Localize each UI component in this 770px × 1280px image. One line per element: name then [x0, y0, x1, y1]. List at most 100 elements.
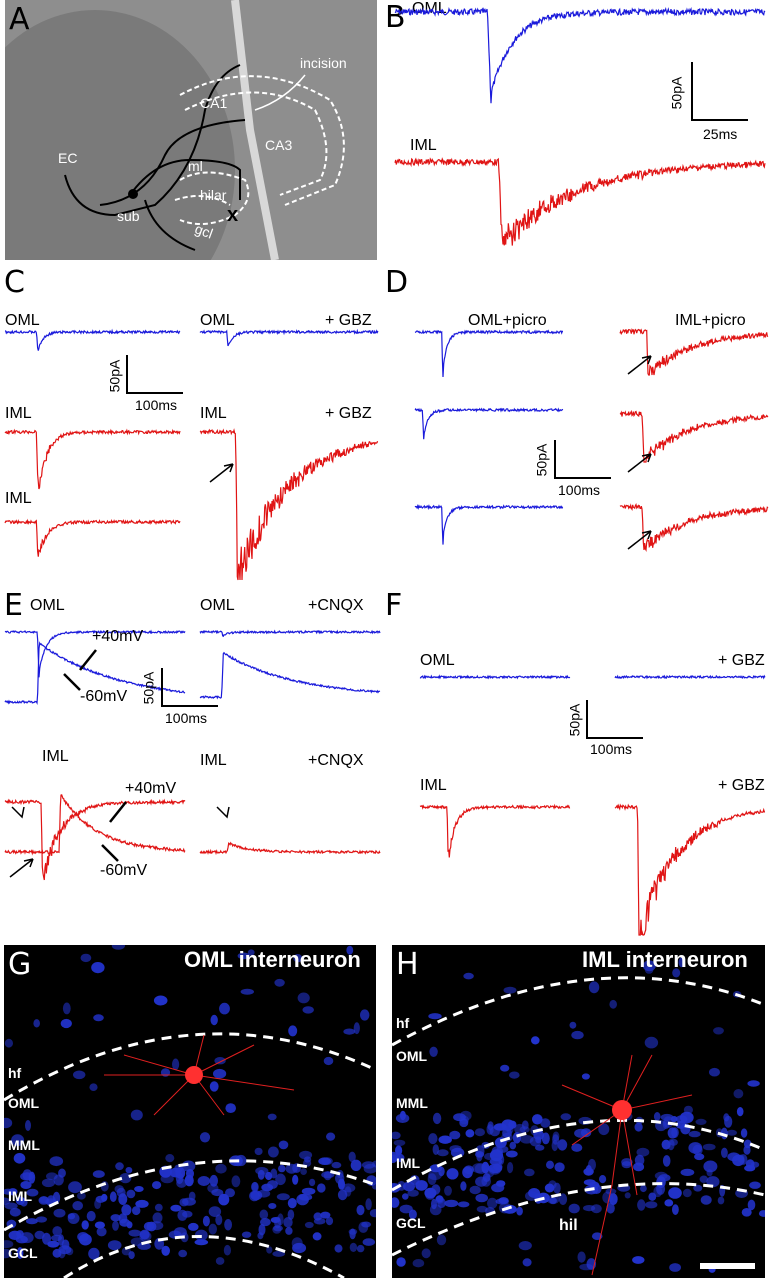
f-gbz2-label: + GBZ [718, 777, 765, 794]
nucleus [139, 1229, 150, 1240]
scale-b-y: 50pA [668, 76, 685, 110]
nucleus [172, 1058, 180, 1071]
scale-bar-f [586, 700, 643, 739]
nucleus [431, 1184, 441, 1195]
nucleus [86, 1210, 96, 1222]
nucleus [463, 972, 474, 980]
g-iml: IML [8, 1188, 33, 1204]
nucleus [392, 1197, 400, 1208]
scale-d-x: 100ms [558, 482, 601, 498]
scale-bar-b [691, 62, 748, 121]
label-incision: incision [300, 55, 347, 71]
nucleus [15, 1196, 25, 1205]
nucleus [270, 1168, 278, 1179]
nucleus [750, 1161, 760, 1168]
panel-h-micrograph: H IML interneuron hf OML MML IML GCL hil [392, 945, 765, 1278]
nucleus [471, 1163, 486, 1174]
label-ec: EC [58, 150, 78, 166]
nucleus [415, 1180, 428, 1191]
nucleus [695, 1118, 707, 1125]
nucleus [717, 1196, 725, 1205]
trace-line [4, 629, 186, 678]
nucleus [257, 1189, 271, 1198]
nucleus [476, 1205, 488, 1213]
e-pointer4 [101, 844, 119, 862]
trace-f-oml-gbz [614, 674, 766, 680]
nucleus [334, 1244, 343, 1253]
nucleus [348, 1228, 358, 1235]
nucleus [165, 1154, 175, 1163]
nucleus [219, 1002, 230, 1015]
nucleus [446, 1168, 459, 1180]
e-arrowhead2 [216, 806, 230, 819]
nucleus [94, 1198, 101, 1210]
label-x: x [227, 204, 239, 226]
trace-e-iml-cnqx [199, 841, 381, 856]
nucleus [179, 1198, 189, 1207]
nucleus [72, 1201, 83, 1211]
panel-d-label: D [385, 265, 409, 300]
trace-line [4, 794, 186, 856]
nucleus [94, 1221, 105, 1229]
h-gcl: GCL [396, 1215, 426, 1231]
nucleus [302, 1006, 314, 1014]
nucleus [67, 1212, 80, 1224]
nucleus [392, 1151, 398, 1163]
nucleus [436, 1234, 447, 1246]
panel-b-label: B [385, 0, 406, 35]
nucleus [736, 1107, 744, 1117]
h-hil: hil [559, 1217, 578, 1234]
nucleus [509, 1071, 520, 1079]
nucleus [733, 1089, 744, 1099]
nucleus [644, 1036, 659, 1049]
nucleus [73, 1070, 86, 1080]
scale-c-y: 50pA [106, 359, 123, 393]
nucleus [703, 1160, 718, 1173]
nucleus [737, 1154, 745, 1163]
g-mml: MML [8, 1137, 40, 1153]
nucleus [469, 1185, 481, 1195]
nucleus [170, 1204, 182, 1212]
nucleus [210, 1014, 218, 1026]
nucleus [702, 1143, 716, 1151]
nucleus [135, 1199, 149, 1208]
nucleus [395, 1145, 403, 1156]
trace-d-iml2 [619, 409, 769, 463]
panel-c-label: C [4, 265, 25, 300]
nucleus [726, 1129, 737, 1136]
nucleus [4, 1197, 11, 1205]
nucleus [583, 1179, 596, 1186]
h-iml: IML [396, 1155, 421, 1171]
nucleus [460, 1181, 467, 1191]
nucleus [288, 1025, 298, 1037]
nucleus [49, 1156, 64, 1167]
c-iml1-label: IML [5, 405, 32, 422]
arrow-d2 [627, 453, 652, 473]
d-oml-picro-label: OML+picro [468, 312, 547, 329]
nucleus [283, 1217, 293, 1228]
nucleus [634, 1154, 645, 1166]
trace-line [619, 409, 769, 463]
nucleus [554, 1162, 565, 1172]
nucleus [292, 1174, 299, 1185]
trace-e-oml-neg [4, 629, 186, 678]
nucleus [109, 1191, 117, 1202]
nucleus [444, 1185, 452, 1196]
nucleus [241, 1231, 252, 1238]
e-plus40a-label: +40mV [92, 628, 144, 645]
nucleus [637, 1199, 646, 1211]
g-gcl: GCL [8, 1245, 38, 1261]
nucleus [449, 1130, 461, 1140]
nucleus [609, 999, 617, 1009]
scale-bar-c [126, 355, 183, 394]
trace-line [4, 328, 181, 351]
nucleus [257, 1232, 264, 1240]
nucleus [215, 1214, 223, 1226]
nucleus [249, 1190, 260, 1202]
panel-g-label: G [8, 947, 32, 982]
nucleus [297, 992, 310, 1004]
c-iml-gbz-label: IML [200, 405, 227, 422]
nucleus [365, 1198, 372, 1211]
nucleus [346, 945, 354, 955]
nucleus [77, 1232, 89, 1242]
